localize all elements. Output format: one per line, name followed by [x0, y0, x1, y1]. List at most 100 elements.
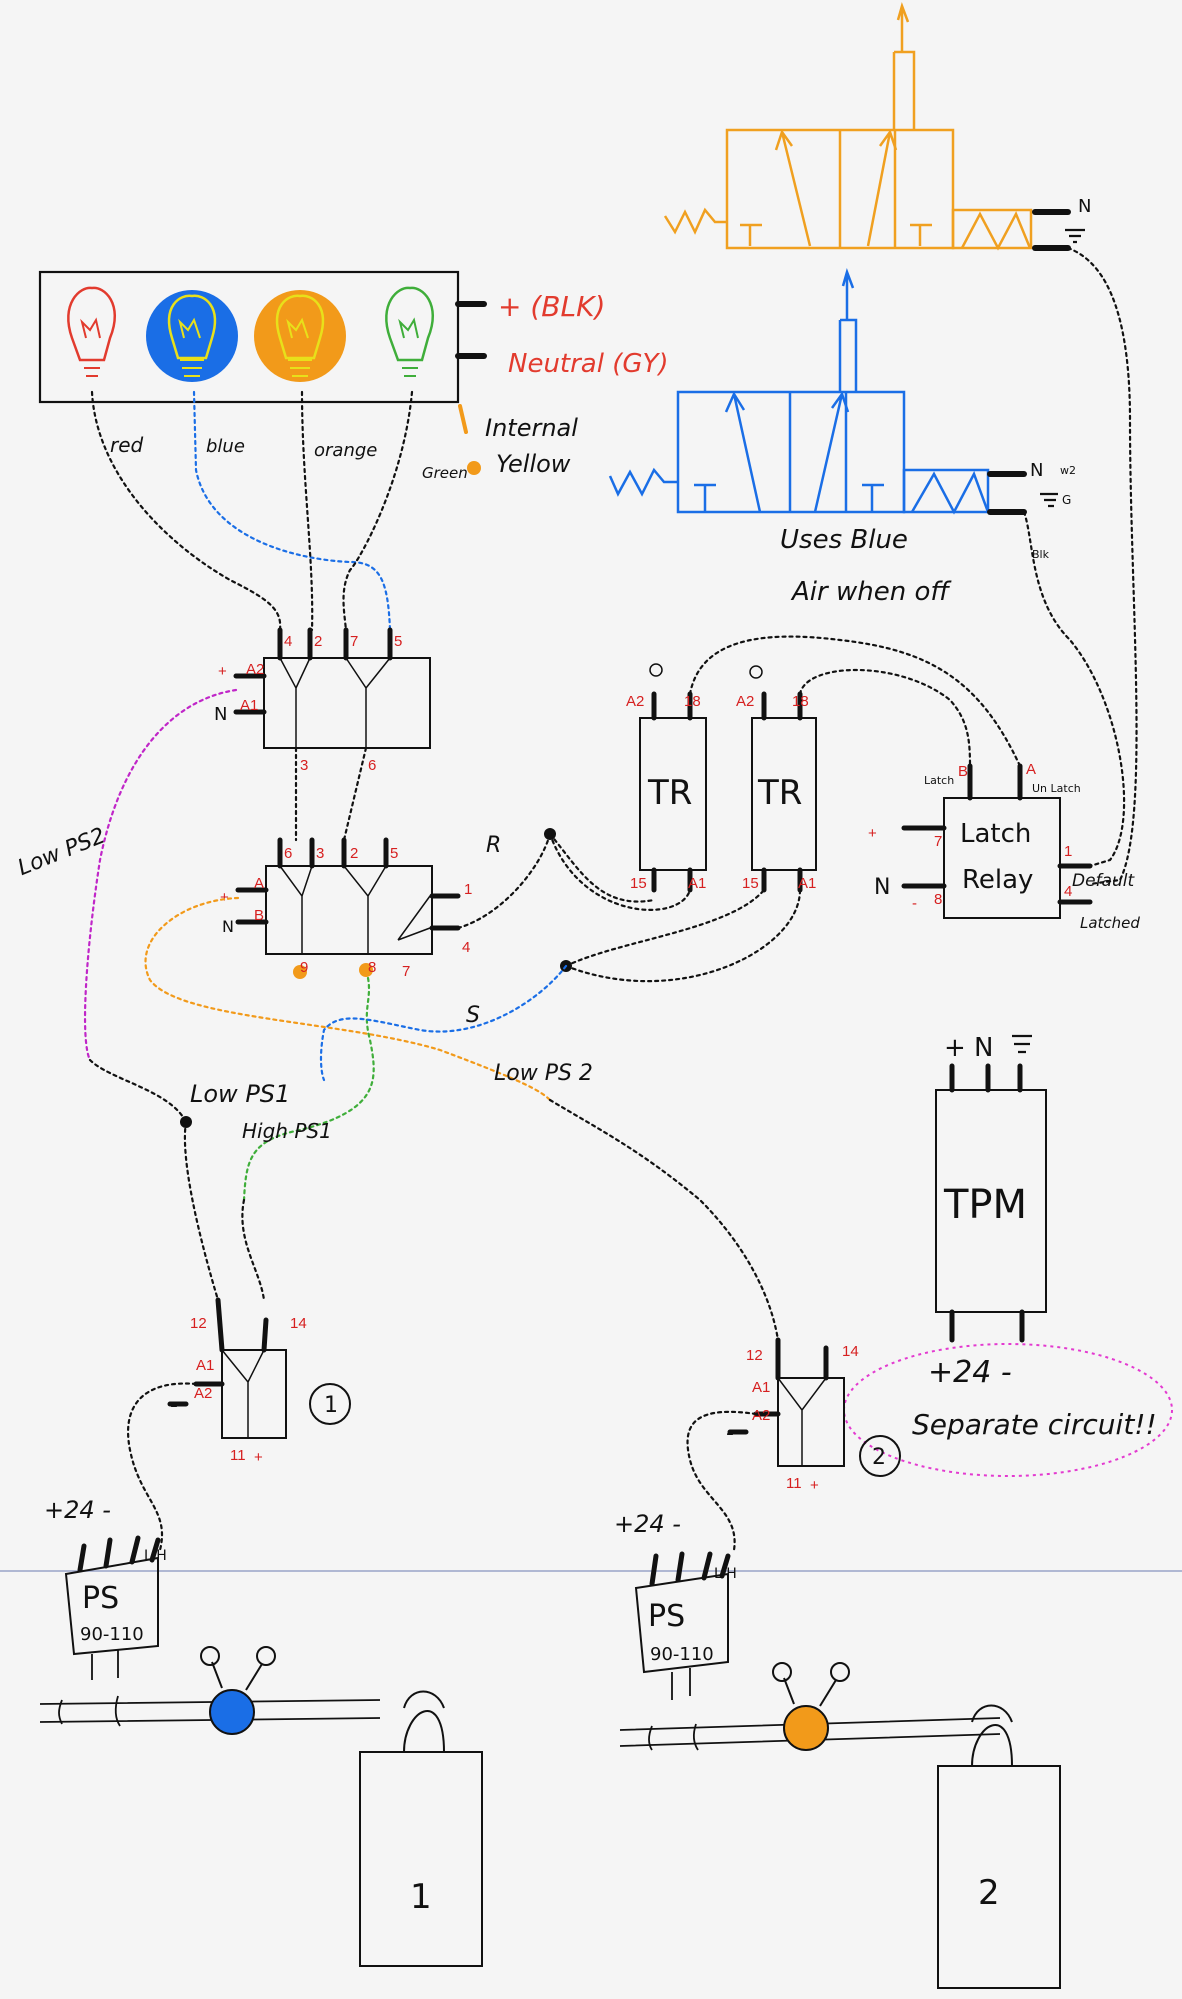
upper-relay-pin-4: 4 [284, 633, 292, 650]
lower-relay [265, 865, 433, 955]
latch-relay-pin-b: B [958, 763, 968, 780]
gauge-1 [209, 1689, 255, 1735]
ps1-line1: PS [82, 1581, 119, 1616]
blue-valve-terminal-n: N [1030, 460, 1043, 481]
small-relay-1-a1: A1 [196, 1357, 214, 1374]
upper-relay-plus: + [218, 663, 227, 680]
timer-1-18: 18 [684, 693, 701, 710]
small-relay-2-plus: + [810, 1477, 819, 1494]
separate-circuit-label: Separate circuit!! [912, 1408, 1157, 1441]
tpm-module [935, 1089, 1047, 1313]
timer-1-neutral-icon [649, 663, 663, 677]
upper-relay-pin-7: 7 [350, 633, 358, 650]
tpm-top-terms: + N [944, 1033, 994, 1063]
junction-low-ps1 [180, 1116, 192, 1128]
pressure-switch-1 [39, 1535, 381, 1735]
wire-label-orange: orange [314, 440, 377, 461]
lower-relay-pin-8: 8 [368, 959, 376, 976]
lamp-panel-neutral-label: Neutral (GY) [508, 349, 669, 379]
small-relay-1-pin-12: 12 [190, 1315, 207, 1332]
lower-relay-pin-5: 5 [390, 845, 398, 862]
ps1-supply: +24 - [44, 1496, 111, 1524]
latch-relay-unlatch-label: Un Latch [1032, 782, 1081, 795]
orange-valve [663, 2, 1033, 251]
lamp-blue [146, 290, 238, 382]
small-relay-1-pin-14: 14 [290, 1315, 307, 1332]
wire-label-green: Green [422, 464, 468, 482]
lower-relay-pin-3: 3 [316, 845, 324, 862]
small-relay-2-pin-11: 11 [786, 1475, 802, 1492]
uses-blue-label: Uses Blue [780, 525, 908, 555]
timer-2-15: 15 [742, 875, 759, 892]
air-when-off-label: Air when off [790, 577, 952, 607]
small-relay-2-id: 2 [872, 1445, 886, 1470]
tank-2-label: 2 [978, 1873, 1000, 1913]
latch-relay-minus: - [912, 895, 917, 912]
latch-relay-latched: Latched [1080, 914, 1140, 932]
low-ps2-left-label: Low PS2 [14, 823, 109, 881]
ps1-line2: 90-110 [80, 1624, 144, 1645]
ps2-line1: PS [648, 1599, 685, 1634]
tpm-supply: +24 - [928, 1355, 1012, 1390]
timer-relay-2 [751, 717, 817, 871]
upper-relay-pin-a2: A2 [246, 661, 264, 678]
lamp-panel [38, 270, 460, 404]
lower-relay-pin-9: 9 [300, 959, 308, 976]
gauge-2 [783, 1705, 829, 1751]
latch-relay-default: Default [1072, 871, 1135, 891]
small-relay-2-minus: - [726, 1421, 734, 1446]
latch-relay-pin-8: 8 [934, 891, 942, 908]
latch-relay-pin-1: 1 [1064, 843, 1072, 860]
lower-relay-pin-6: 6 [284, 845, 292, 862]
lower-relay-pin-b: B [254, 907, 264, 924]
timer-relay-2-title: TR [757, 773, 802, 813]
ps1-terms: L H [144, 1548, 167, 1564]
lower-relay-dot-8 [359, 963, 373, 977]
upper-relay-pin-2: 2 [314, 633, 322, 650]
small-relay-2-a1: A1 [752, 1379, 770, 1396]
low-ps1-label: Low PS1 [190, 1080, 290, 1108]
lower-relay-n: N [222, 917, 234, 936]
timer-2-a1: A1 [798, 875, 816, 892]
timer-1-a2: A2 [626, 693, 644, 710]
latch-relay-line2: Relay [962, 865, 1033, 895]
upper-relay-pin-3: 3 [300, 757, 308, 774]
small-relay-2-a2: A2 [752, 1407, 770, 1424]
blk-label: Blk [1032, 548, 1050, 561]
small-relay-1-id-circle [309, 1383, 351, 1425]
lamp-green [385, 286, 435, 377]
internal-yellow-dot [467, 461, 481, 475]
wire-label-red: red [110, 433, 144, 457]
lower-relay-pin-a: A [254, 875, 264, 892]
latch-relay-line1: Latch [960, 819, 1031, 849]
lower-relay-pin-4: 4 [462, 939, 470, 956]
latch-relay-plus: + [868, 825, 877, 842]
pressure-switch-2 [619, 1551, 1001, 1751]
tank-1 [359, 1690, 483, 1967]
lower-relay-pin-7: 7 [402, 963, 410, 980]
latch-relay-pin-4: 4 [1064, 883, 1072, 900]
lamp-red [67, 286, 117, 377]
latch-relay-pin-7: 7 [934, 833, 942, 850]
timer-1-a1: A1 [688, 875, 706, 892]
internal-yellow-wire [458, 404, 468, 434]
lower-relay-plus: + [220, 889, 229, 906]
lamp-panel-plus-label: + (BLK) [498, 290, 605, 323]
blue-valve [608, 268, 990, 515]
timer-2-18: 18 [792, 693, 809, 710]
upper-relay-pin-6: 6 [368, 757, 376, 774]
blue-valve-terminal-note: w2 [1060, 464, 1076, 477]
ps2-line2: 90-110 [650, 1644, 714, 1665]
small-relay-1-id: 1 [324, 1393, 338, 1418]
small-relay-1-pin-11: 11 [230, 1447, 246, 1464]
ps2-terms: L H [714, 1566, 737, 1582]
lower-relay-pin-1: 1 [464, 881, 472, 898]
latch-relay-n: N [874, 875, 890, 900]
timer-2-a2: A2 [736, 693, 754, 710]
yellow-label: Yellow [496, 450, 571, 478]
timer-relay-1 [639, 717, 707, 871]
orange-valve-terminal-n: N [1078, 196, 1091, 217]
latch-relay-pin-a: A [1026, 761, 1036, 778]
node-s-label: S [466, 1003, 480, 1028]
ps2-supply: +24 - [614, 1510, 681, 1538]
